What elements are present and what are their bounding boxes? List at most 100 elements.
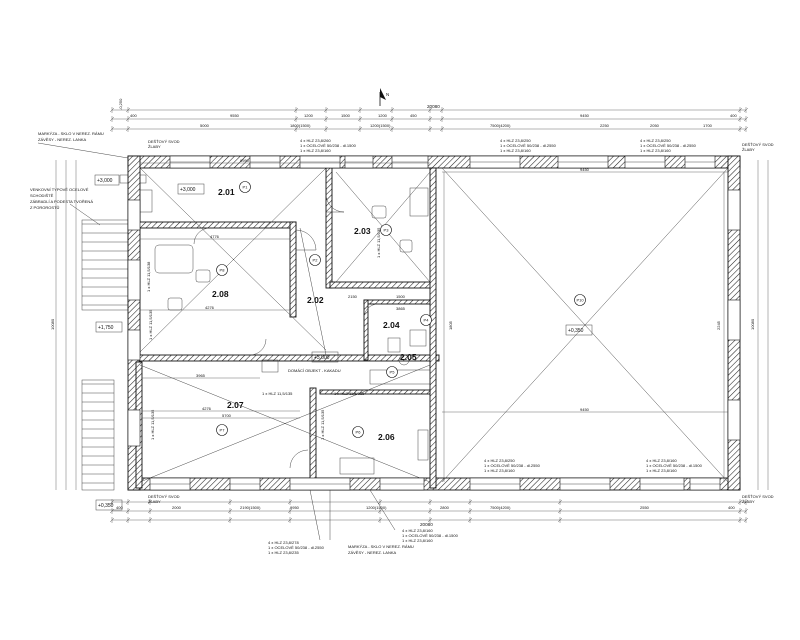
- dim-bot-5: 1200(1500): [366, 505, 387, 510]
- dim-inner-7: 9450: [580, 167, 590, 172]
- windows: [127, 155, 741, 491]
- pointer-circle-p10: [574, 294, 586, 306]
- bot-spec-left-3: 1 x HLZ 23,8/235: [268, 550, 299, 555]
- pointer-circle-p5: [386, 366, 398, 378]
- window-left-2: [127, 259, 141, 301]
- spec-top-a3: 1 x HLZ 23,8/160: [300, 148, 331, 153]
- pointer-label-p7: P7: [220, 428, 226, 433]
- room-2-04: 2.04: [383, 320, 400, 330]
- level-tag-ground: +0,350: [98, 503, 114, 509]
- exterior-stair: +3,000 +1,750 +0,350: [81, 174, 147, 511]
- window-left-1: [127, 199, 141, 231]
- room-2-06: 2.06: [378, 432, 395, 442]
- level-tag-2-01: +3,000: [180, 187, 196, 193]
- dim-inner-12: 2150: [348, 294, 358, 299]
- bottom-dimension-chains: 400 2000 2190(1500) 9950 1200(1500) 2800…: [109, 494, 774, 527]
- level-tag-2-05: +3,000: [314, 355, 330, 361]
- inner-note: DOMÁCÍ OBJEKT - KAKADU: [288, 368, 341, 373]
- note-stair-1: VENKOVNÍ TYPOVÉ OCELOVÉ: [30, 187, 89, 192]
- pointer-label-p6: P6: [356, 430, 362, 435]
- dim-inner-3: 4276: [205, 305, 215, 310]
- window-right-1: [727, 189, 741, 231]
- spec-bot-a1: 4 x HLZ 23,8/250: [484, 458, 515, 463]
- top-note-gutter-right: ŽLABY: [742, 147, 755, 152]
- bot-note-downpipe-left: DEŠŤOVÝ SVOD: [148, 494, 180, 499]
- bot-spec-right-3: 1 x HLZ 23,8/160: [402, 538, 433, 543]
- bottom-notes: 4 x HLZ 23,8/278 1 x OCELOVÉ 50/238 - dl…: [268, 489, 459, 555]
- pointer-label-p4: P4: [424, 318, 430, 323]
- pointer-label-p10: P10: [576, 298, 584, 303]
- spec-top-c3: 1 x HLZ 23,8/160: [640, 148, 671, 153]
- dim-top-3: 1200: [304, 113, 314, 118]
- pointer-label-p1: P1: [243, 185, 249, 190]
- note-stair-2: SCHODIŠTĚ: [30, 193, 54, 198]
- room-2-02: 2.02: [307, 295, 324, 305]
- pointer-label-p8: P8: [220, 268, 226, 273]
- dim-top2-2: 1800(1500): [290, 123, 311, 128]
- doors: [193, 193, 379, 469]
- bot-spec-right-2: 1 x OCELOVÉ 50/238 - dl.1500: [402, 533, 459, 538]
- dim-top-5: 1200: [378, 113, 388, 118]
- pointer-circle-p7: [216, 424, 228, 436]
- dim-bot-2: 2000: [172, 505, 182, 510]
- dim-left-overall: 10080: [50, 318, 55, 330]
- pointer-label-p2: P2: [313, 258, 319, 263]
- dim-right-overall: 10080: [750, 318, 755, 330]
- room-labels: 2.01 2.02 2.03 2.04 2.05 2.06 2.07 2.08: [212, 187, 417, 442]
- bot-note-gutter-right: ŽLABY: [742, 499, 755, 504]
- left-notes: MARKÝZA - SKLO V NEREZ. RÁMU ZÁVĚSY - NE…: [30, 131, 129, 226]
- level-tags: +3,000 +3,000 +0,350: [177, 183, 593, 363]
- bot-spec-right-1: 4 x HLZ 23,8/160: [402, 528, 433, 533]
- door-label-2: 1 x HLZ 11,5/135: [148, 309, 153, 340]
- dim-top2-1: 5000: [200, 123, 210, 128]
- room-2-01: 2.01: [218, 187, 235, 197]
- door-label-3: 1 x HLZ 11,5/135: [320, 409, 325, 440]
- dim-top2-3: 1200(1500): [370, 123, 391, 128]
- level-tag-hall: +0,350: [568, 328, 584, 334]
- dim-top-4: 1500: [341, 113, 351, 118]
- spec-bot-b3: 1 x HLZ 23,8/160: [646, 468, 677, 473]
- window-specs-top: 4 x HLZ 23,8/260 1 x OCELOVÉ 50/238 - dl…: [300, 138, 697, 153]
- dim-bot-4: 9950: [290, 505, 300, 510]
- bot-spec-left-2: 1 x OCELOVÉ 50/238 - dl.2550: [268, 545, 325, 550]
- dim-inner-5: 4276: [202, 406, 212, 411]
- pointer-circle-p6: [352, 426, 364, 438]
- note-stair-3: ZÁBRADLÍ A PODESTA TVOŘENÁ: [30, 199, 93, 204]
- dim-top-7: 9450: [580, 113, 590, 118]
- dim-bot-1: 400: [116, 505, 123, 510]
- pointer-circle-p8: [216, 264, 228, 276]
- furniture: [139, 187, 431, 475]
- top-sill-level: -0,250: [118, 98, 123, 110]
- bot-note-downpipe-right: DEŠŤOVÝ SVOD: [742, 494, 774, 499]
- dim-inner-6: 5700: [222, 413, 232, 418]
- dim-inner-9: 1805: [448, 320, 453, 330]
- room-2-07: 2.07: [227, 400, 244, 410]
- room-2-03: 2.03: [354, 226, 371, 236]
- dim-bot-3: 2190(1500): [240, 505, 261, 510]
- door-label-1: 1 x HLZ 11,5/138: [146, 261, 151, 292]
- dim-bot-9: 400: [728, 505, 735, 510]
- top-note-downpipe-right: DEŠŤOVÝ SVOD: [742, 142, 774, 147]
- top-note-gutter-left: ŽLABY: [148, 144, 161, 149]
- window-left-3: [127, 329, 141, 361]
- note-cables: ZÁVĚSY - NEREZ. LANKA: [38, 137, 86, 142]
- bot-spec-left-1: 4 x HLZ 23,8/278: [268, 540, 299, 545]
- note-stair-4: Z POROROSTŮ: [30, 205, 59, 210]
- bot-note-cables: ZÁVĚSY - NEREZ. LANKA: [348, 550, 396, 555]
- door-label-7: 1 x HLZ 11,5/135: [150, 409, 155, 440]
- interior-partitions: [135, 167, 440, 489]
- spec-bot-b2: 1 x OCELOVÉ 50/238 - dl.1500: [646, 463, 703, 468]
- dim-top2-5: 2250: [600, 123, 610, 128]
- window-specs-bottom: 4 x HLZ 23,8/250 1 x OCELOVÉ 50/238 - dl…: [484, 458, 703, 473]
- spec-top-b3: 1 x HLZ 23,8/160: [500, 148, 531, 153]
- dim-inner-8: 9450: [580, 407, 590, 412]
- door-label-4: 1 x HLZ 11,5/135: [262, 391, 293, 396]
- dim-bot-6: 2800: [440, 505, 450, 510]
- pointer-circle-p4: [420, 314, 432, 326]
- dim-bot-overall: 20080: [420, 522, 433, 527]
- dim-inner-11: 3865: [396, 306, 406, 311]
- left-dimension-chains: 10080 10080: [50, 160, 769, 490]
- top-dimension-chains: 20080 400 9550 1200 1500 1200 450 9450 4…: [109, 98, 774, 152]
